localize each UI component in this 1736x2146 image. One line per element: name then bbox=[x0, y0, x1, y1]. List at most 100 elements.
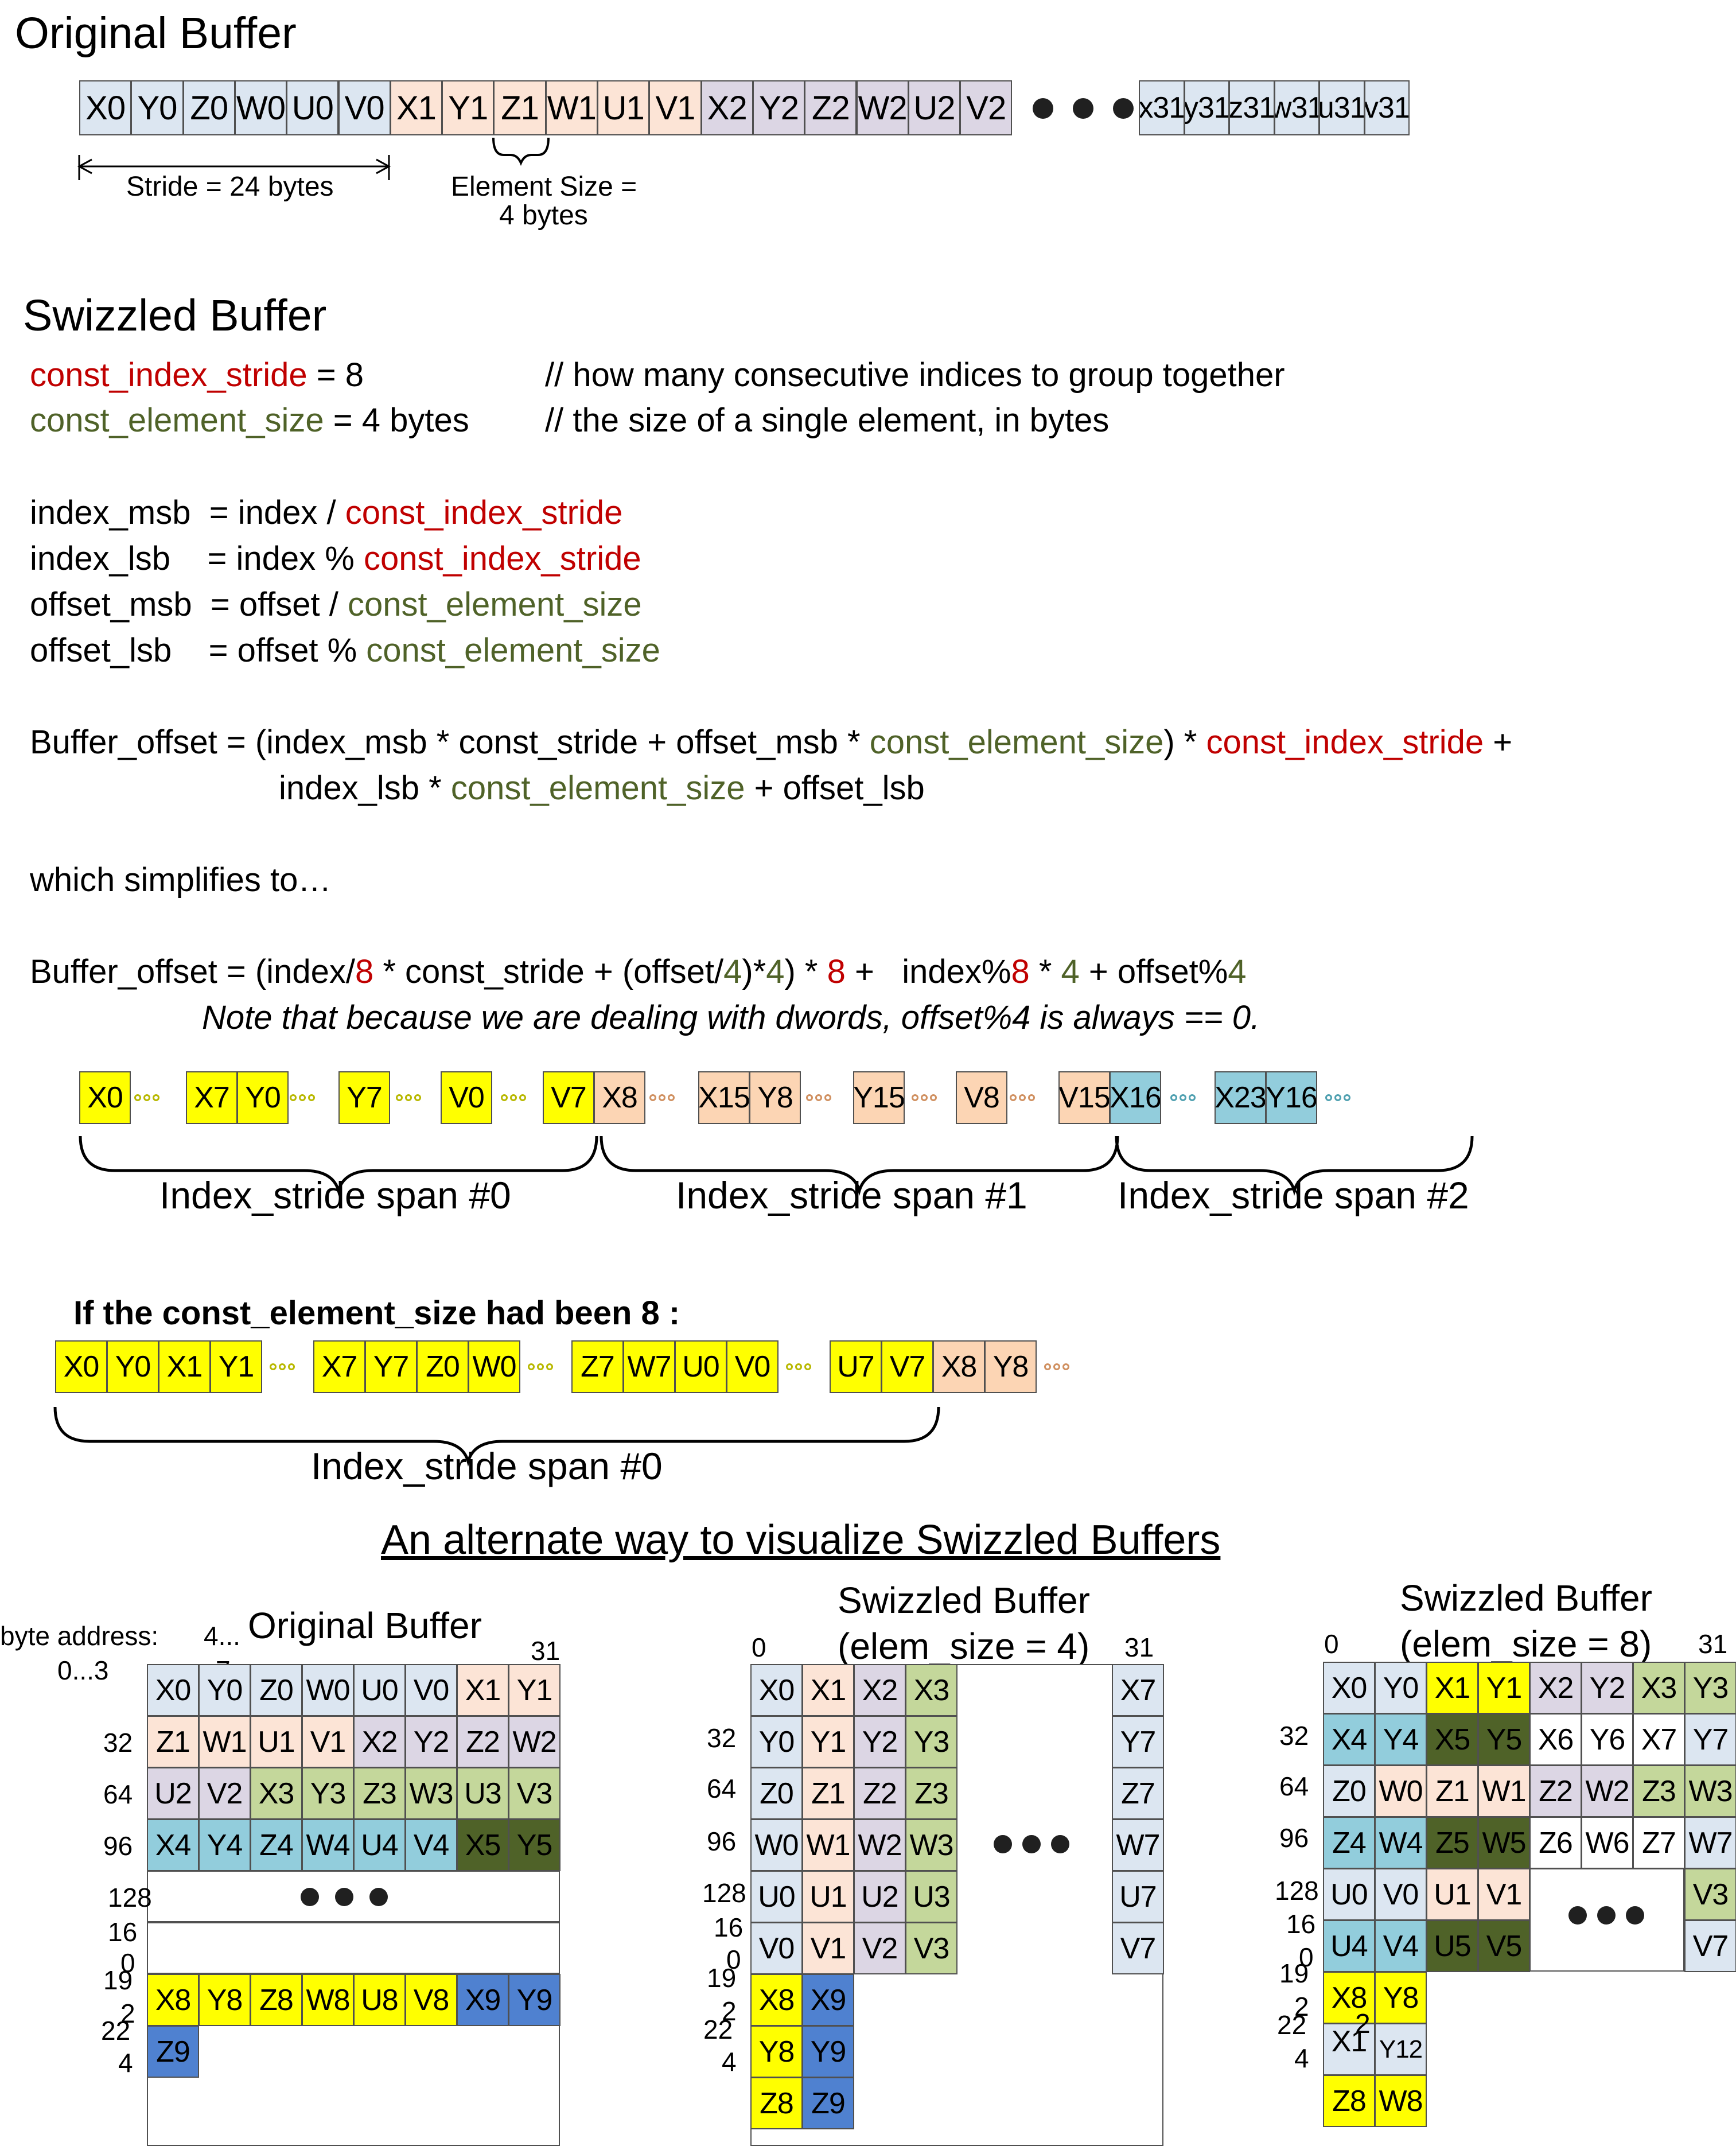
buffer-cell: Y9 bbox=[802, 2026, 854, 2078]
buffer-cell: X1 bbox=[1323, 2023, 1375, 2075]
formula-const: const_element_size bbox=[869, 724, 1164, 761]
buffer-cell: Y7 bbox=[338, 1071, 390, 1124]
buffer-cell: V3 bbox=[508, 1767, 560, 1820]
row-offset-label: 32 bbox=[103, 1728, 133, 1758]
buffer-cell: V7 bbox=[1112, 1922, 1164, 1974]
buffer-cell: X7 bbox=[1633, 1713, 1685, 1766]
continuation-dot bbox=[1044, 1363, 1051, 1370]
const-index-stride-name: const_index_stride bbox=[30, 356, 308, 394]
buffer-cell: W7 bbox=[1684, 1817, 1736, 1869]
buffer-cell: W0 bbox=[750, 1819, 803, 1871]
row-offset-label: 64 bbox=[103, 1779, 133, 1809]
buffer-cell: V3 bbox=[905, 1922, 957, 1974]
continuation-dot bbox=[1344, 1094, 1350, 1101]
buffer-cell: Y1 bbox=[442, 80, 495, 135]
buffer-cell: W2 bbox=[856, 80, 909, 135]
buffer-cell: W6 bbox=[1581, 1817, 1633, 1869]
ellipsis-dot bbox=[1022, 1835, 1041, 1853]
buffer-cell: X8 bbox=[147, 1974, 199, 2026]
formula-const: 8 bbox=[827, 953, 846, 990]
buffer-cell: Y16 bbox=[1266, 1071, 1317, 1124]
row-offset-label: 0 bbox=[726, 1945, 741, 1974]
continuation-dot bbox=[930, 1094, 937, 1101]
buffer-cell: V2 bbox=[198, 1767, 251, 1820]
buffer-cell: W3 bbox=[905, 1819, 957, 1871]
buffer-cell: X0 bbox=[55, 1340, 107, 1393]
buffer-cell: Y3 bbox=[1684, 1662, 1736, 1714]
continuation-dot bbox=[1189, 1094, 1196, 1101]
row-offset-label: 64 bbox=[1279, 1771, 1309, 1801]
buffer-cell: U2 bbox=[854, 1871, 906, 1923]
buffer-cell: U2 bbox=[147, 1767, 199, 1820]
buffer-cell: X6 bbox=[1529, 1713, 1582, 1766]
continuation-dot bbox=[290, 1094, 297, 1101]
const-element-size-name: const_element_size bbox=[30, 402, 324, 439]
formula-text: ) * bbox=[784, 953, 827, 990]
buffer-cell: W3 bbox=[405, 1767, 457, 1820]
buffer-cell: Z9 bbox=[802, 2077, 854, 2129]
stride-arrow bbox=[77, 155, 391, 180]
buffer-cell: W4 bbox=[302, 1819, 354, 1871]
alt-sw4-col-end: 31 bbox=[1124, 1632, 1154, 1662]
alt-orig-col-end: 31 bbox=[531, 1636, 560, 1666]
continuation-dot bbox=[1010, 1094, 1017, 1101]
row-offset-label: 0 bbox=[120, 1948, 135, 1978]
row-offset-label: 19 bbox=[707, 1963, 737, 1993]
byte-range-1a: 4... bbox=[204, 1621, 240, 1651]
buffer-cell: Y8 bbox=[750, 2026, 803, 2078]
buffer-cell: Z2 bbox=[854, 1767, 906, 1820]
ellipsis-dot bbox=[1568, 1906, 1587, 1925]
ellipsis-dot bbox=[1073, 98, 1093, 119]
element-size-label-1: Element Size = bbox=[451, 172, 637, 202]
formula-text: index_lsb * bbox=[279, 769, 451, 807]
row-offset-label: 19 bbox=[1279, 1958, 1309, 1988]
continuation-dot bbox=[1062, 1363, 1069, 1370]
row-offset-label: 22 bbox=[101, 2016, 131, 2046]
buffer-cell: X1 bbox=[158, 1340, 211, 1393]
formula-const: const_element_size bbox=[348, 586, 642, 623]
buffer-cell: V1 bbox=[802, 1922, 854, 1974]
row-offset-label: 96 bbox=[1279, 1823, 1309, 1853]
buffer-cell: Y0 bbox=[237, 1071, 289, 1124]
alt-sw8-col-end: 31 bbox=[1698, 1629, 1728, 1659]
continuation-dot bbox=[510, 1094, 517, 1101]
buffer-cell: Y2 bbox=[1581, 1662, 1633, 1714]
continuation-dot bbox=[396, 1094, 403, 1101]
buffer-cell: Z4 bbox=[1323, 1817, 1375, 1869]
formula-text: + bbox=[1484, 724, 1513, 761]
formula-const: 8 bbox=[1011, 953, 1030, 990]
byte-range-0: 0...3 bbox=[57, 1655, 109, 1685]
buffer-cell: Y3 bbox=[302, 1767, 354, 1820]
row-offset-label: 22 bbox=[1277, 2010, 1307, 2040]
buffer-cell: Y2 bbox=[752, 80, 805, 135]
const-index-stride-comment: // how many consecutive indices to group… bbox=[545, 356, 1285, 394]
buffer-cell: V0 bbox=[338, 80, 391, 135]
ellipsis-dot bbox=[1051, 1835, 1069, 1853]
alternate-title: An alternate way to visualize Swizzled B… bbox=[381, 1517, 1221, 1563]
swizzled-buffer-title: Swizzled Buffer bbox=[23, 291, 327, 340]
continuation-dot bbox=[308, 1094, 315, 1101]
dword-note: Note that because we are dealing with dw… bbox=[202, 999, 1260, 1036]
buffer-cell: Z2 bbox=[457, 1716, 509, 1768]
buffer-cell: U8 bbox=[353, 1974, 406, 2026]
continuation-dot bbox=[786, 1363, 793, 1370]
buffer-cell: X1 bbox=[1426, 1662, 1478, 1714]
continuation-dot bbox=[1180, 1094, 1186, 1101]
row-offset-label: 128 bbox=[108, 1883, 152, 1912]
buffer-cell: Z1 bbox=[493, 80, 546, 135]
buffer-cell: X5 bbox=[457, 1819, 509, 1871]
buffer-cell: U1 bbox=[250, 1716, 302, 1768]
continuation-dot bbox=[1053, 1363, 1060, 1370]
buffer-cell: X7 bbox=[186, 1071, 238, 1124]
buffer-cell: Y5 bbox=[1478, 1713, 1530, 1766]
formula-text: * bbox=[1029, 953, 1061, 990]
row-offset-label: 2 bbox=[1355, 2009, 1371, 2039]
alt-sw4-title-2: (elem_size = 4) bbox=[838, 1626, 1090, 1667]
continuation-dot bbox=[546, 1363, 553, 1370]
buffer-cell: x31 bbox=[1139, 80, 1185, 135]
buffer-cell: Y0 bbox=[131, 80, 184, 135]
continuation-dot bbox=[537, 1363, 544, 1370]
buffer-cell: Y7 bbox=[1684, 1713, 1736, 1766]
continuation-dot bbox=[921, 1094, 928, 1101]
element-size-brace bbox=[492, 137, 550, 166]
